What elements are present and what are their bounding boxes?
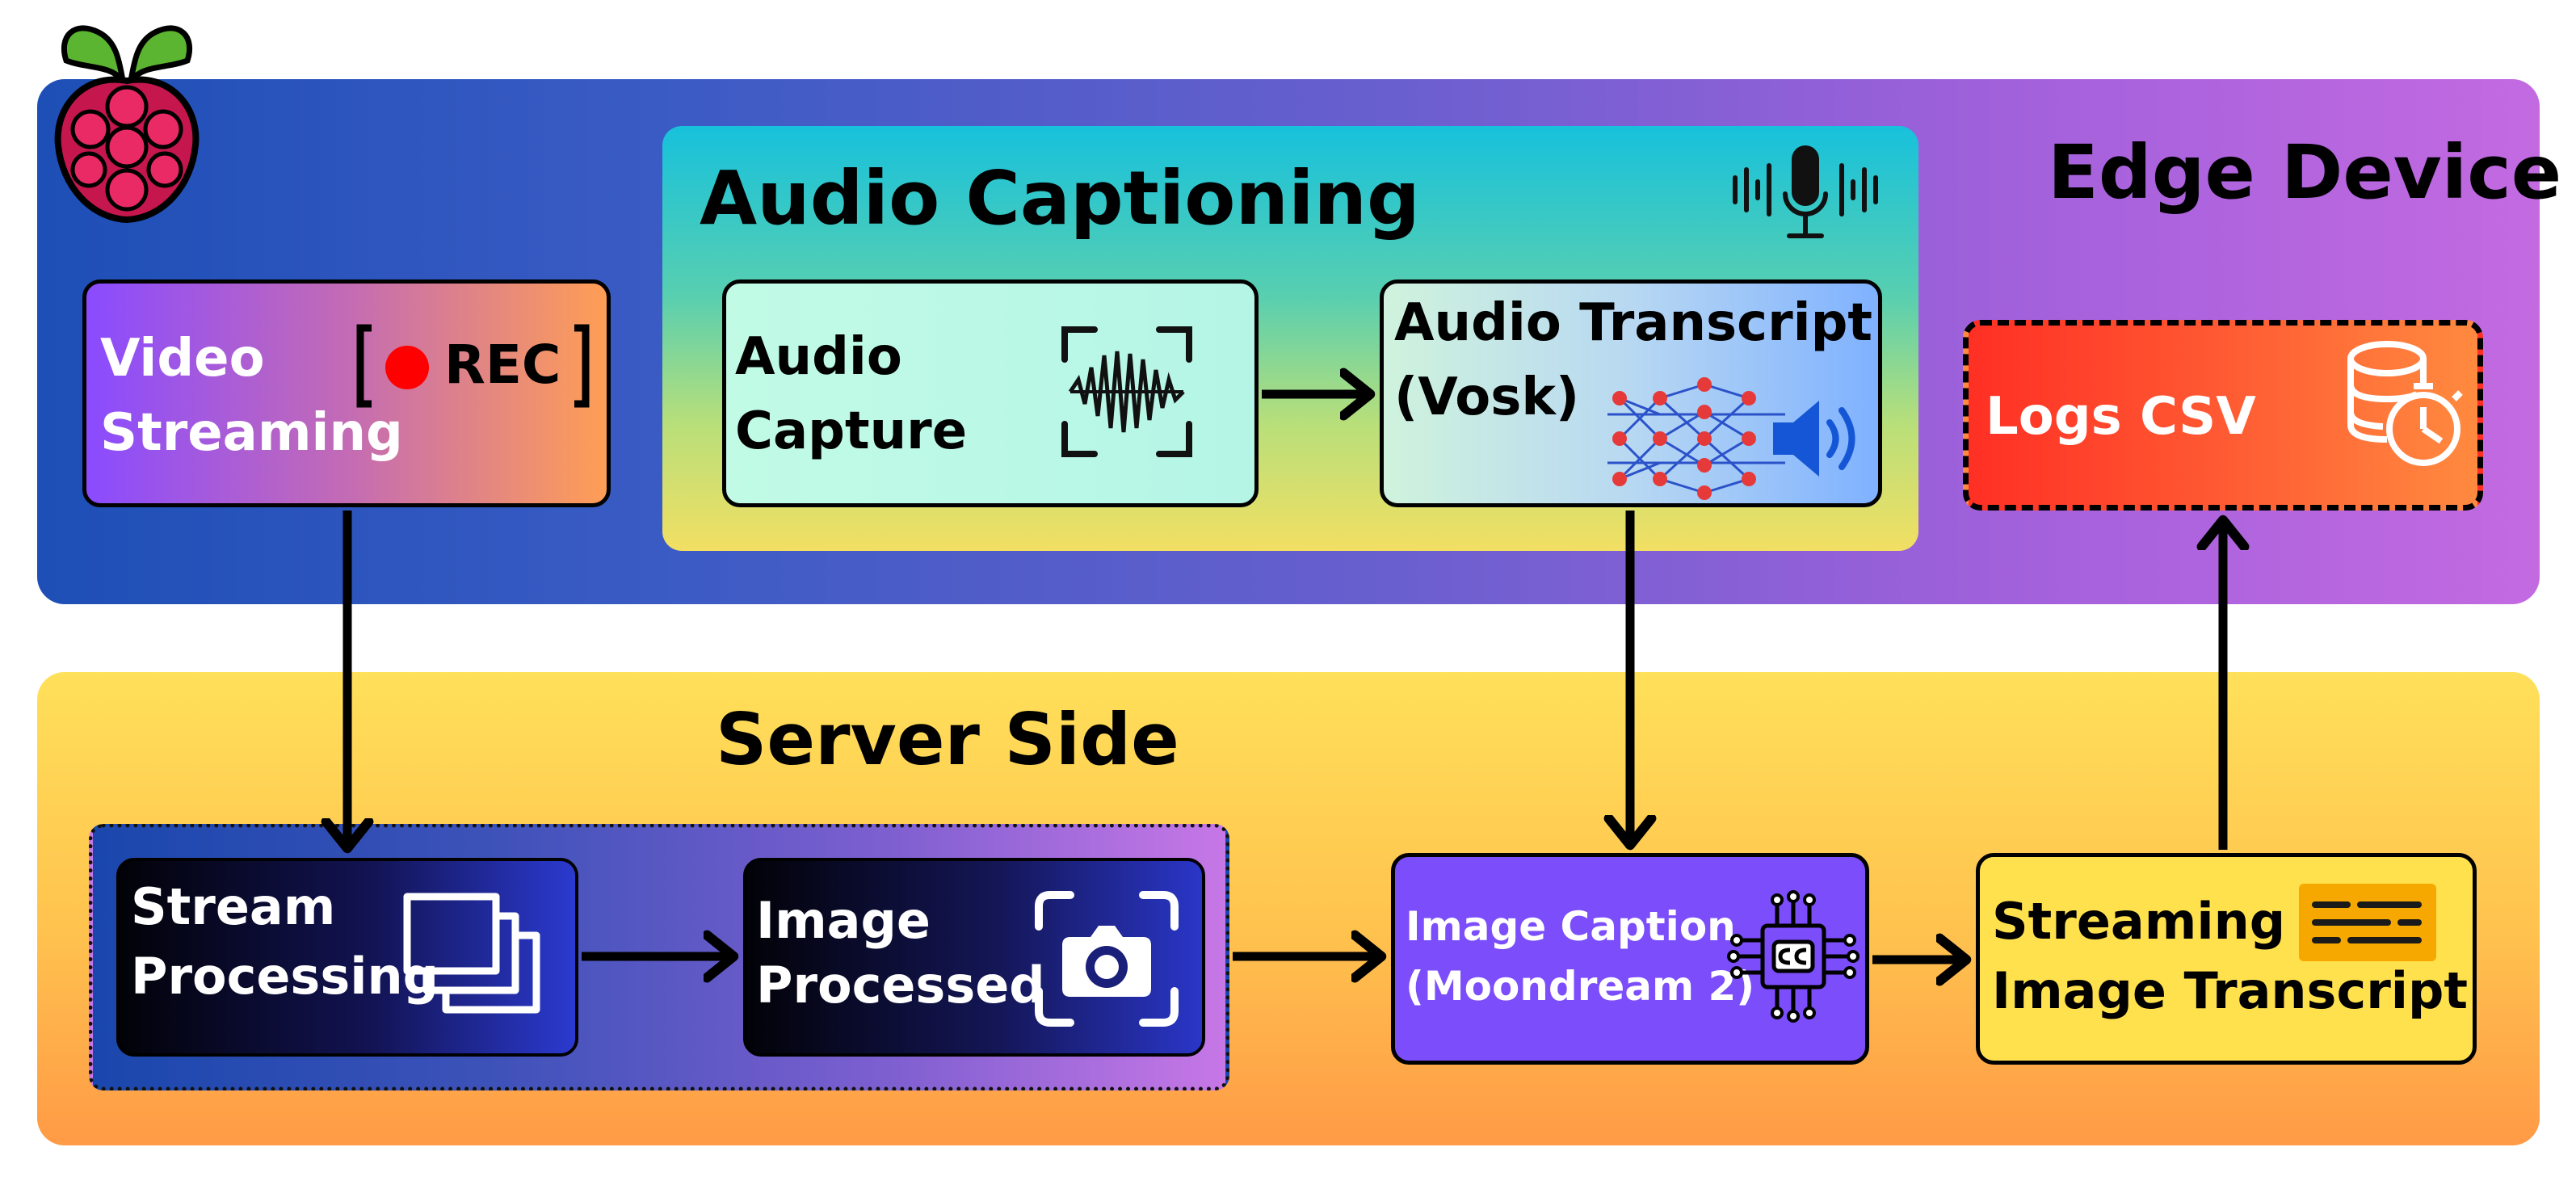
raspberry-pi-logo — [54, 25, 200, 224]
cc-chip-icon — [1727, 890, 1860, 1023]
video-streaming-label: Video Streaming — [100, 329, 403, 463]
logs-csv-box — [1963, 320, 2483, 511]
stream-processing-label: Stream Processing — [131, 877, 439, 1006]
neural-network-speaker-icon — [1607, 377, 1855, 500]
audio-captioning-title: Audio Captioning — [700, 155, 1420, 242]
server-side-title: Server Side — [716, 698, 1179, 781]
subtitles-icon — [2299, 884, 2436, 961]
streaming-transcript-label: Streaming Image Transcript — [1992, 892, 2469, 1020]
edge-device-title: Edge Device — [2048, 129, 2562, 216]
image-caption-label: Image Caption (Moondream 2) — [1406, 903, 1755, 1010]
audio-capture-label: Audio Capture — [735, 327, 968, 461]
logs-csv-label: Logs CSV — [1986, 387, 2256, 447]
audio-transcript-label: Audio Transcript (Vosk) — [1394, 293, 1872, 427]
stacked-frames-icon — [403, 893, 540, 1014]
camera-icon — [1035, 891, 1179, 1027]
database-timer-icon — [2347, 341, 2463, 466]
rec-label: REC — [444, 334, 561, 396]
record-icon — [385, 346, 429, 389]
video-streaming-box — [82, 279, 611, 507]
image-processed-label: Image Processed — [756, 891, 1045, 1015]
rec-indicator: REC — [354, 321, 592, 410]
soundwave-scan-icon — [1061, 326, 1192, 457]
stream-processing-box — [116, 858, 578, 1057]
microphone-waveform-icon — [1733, 145, 1878, 238]
